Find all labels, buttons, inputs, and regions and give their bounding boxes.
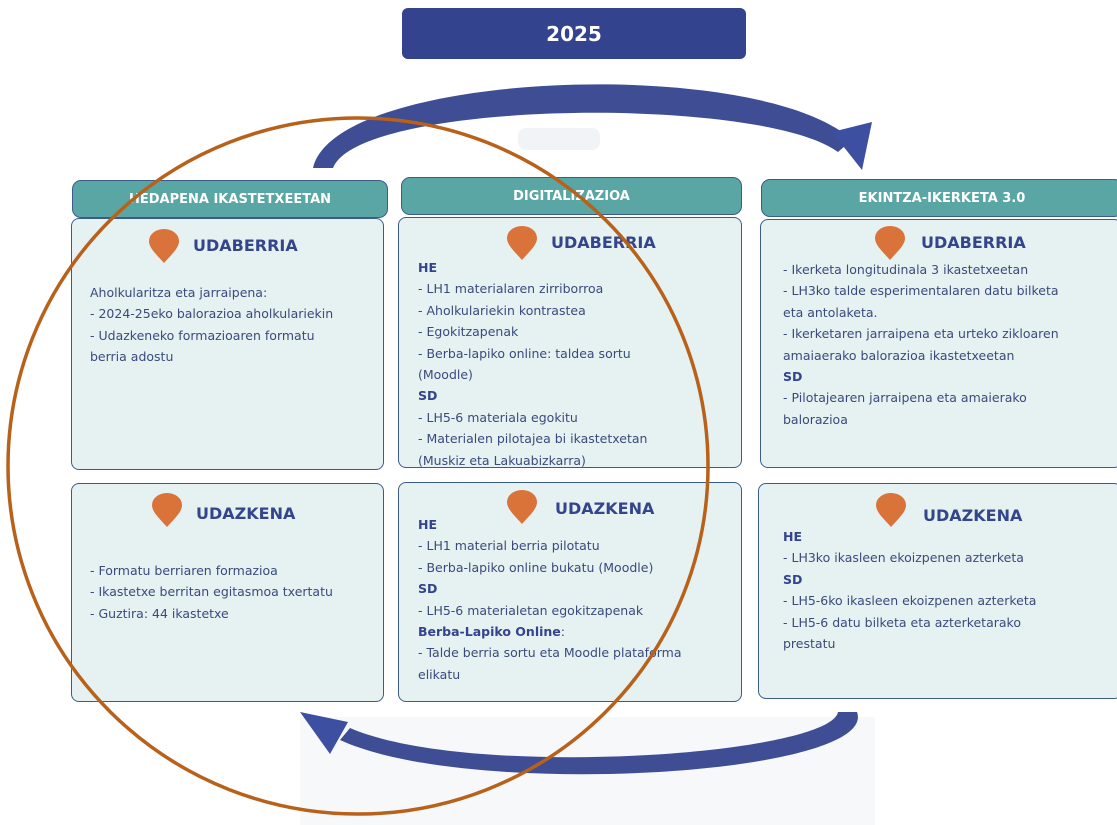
text-line: - LH1 material berria pilotatu <box>418 538 600 554</box>
season-title: UDABERRIA <box>193 236 298 255</box>
text-line: - Formatu berriaren formazioa <box>90 563 278 578</box>
location-pin-icon <box>149 229 179 263</box>
text-line: elikatu <box>418 666 461 682</box>
text-bold: Berba-Lapiko Online <box>418 624 561 640</box>
text-line: HE <box>418 260 438 275</box>
text-line: - LH1 materialaren zirriborroa <box>418 281 604 297</box>
text-line: balorazioa <box>783 411 848 427</box>
text-line: Berba-Lapiko Online: <box>418 621 681 642</box>
text-line: - LH5-6 materialetan egokitzapenak <box>418 602 644 618</box>
text-line: - Berba-lapiko online: taldea sortu <box>418 345 631 361</box>
text-line: eta antolaketa. <box>783 304 878 320</box>
text-line: - LH5-6 materiala egokitu <box>418 409 578 425</box>
text-line: - 2024-25eko balorazioa aholkulariekin <box>90 306 334 322</box>
header-hedapena: HEDAPENA IKASTETXEETAN <box>72 180 388 218</box>
text-line: berria adostu <box>90 349 174 365</box>
location-pin-icon <box>507 226 537 260</box>
text-block: - Formatu berriaren formazioa - Ikastetxe… <box>90 560 333 624</box>
text-line: - LH3ko talde esperimentalaren datu bilk… <box>783 283 1059 299</box>
text-line: prestatu <box>783 636 836 652</box>
box-ekintza-udazkena <box>758 483 1117 699</box>
top-curved-arrow <box>313 84 852 168</box>
season-title: UDAZKENA <box>555 499 655 518</box>
text-line: - LH5-6ko ikasleen ekoizpenen azterketa <box>783 593 1037 609</box>
text-line: (Moodle) <box>418 367 473 383</box>
text-line: amaiaerako balorazioa ikastetxeetan <box>783 347 1015 363</box>
text-line: - Ikastetxe berritan egitasmoa txertatu <box>90 584 333 600</box>
text-line: - Pilotajearen jarraipena eta amaierako <box>783 390 1027 406</box>
top-arrow-head <box>832 122 872 170</box>
text-line: SD <box>418 581 438 597</box>
text-block: HE - LH1 material berria pilotatu - Berba-… <box>418 514 681 685</box>
box-ekintza-udaberria <box>760 219 1117 468</box>
header-ekintza-ikerketa: EKINTZA-IKERKETA 3.0 <box>761 179 1117 217</box>
text-line: - Aholkulariekin kontrastea <box>418 302 586 318</box>
location-pin-icon <box>875 226 905 260</box>
text-line: - Materialen pilotajea bi ikastetxetan <box>418 431 648 447</box>
text-line: Aholkularitza eta jarraipena: <box>90 285 268 300</box>
season-title: UDABERRIA <box>921 233 1026 252</box>
text-line: - Ikerketaren jarraipena eta urteko zikl… <box>783 326 1059 342</box>
bottom-arrow-head <box>300 712 348 754</box>
text-line: HE <box>418 517 438 532</box>
text-line: - LH3ko ikasleen ekoizpenen azterketa <box>783 550 1024 566</box>
text-line: - Berba-lapiko online bukatu (Moodle) <box>418 559 654 575</box>
text-line: SD <box>418 388 438 404</box>
text-line: SD <box>783 369 803 385</box>
text-block: Aholkularitza eta jarraipena: - 2024-25ek… <box>90 282 333 368</box>
location-pin-icon <box>876 493 906 527</box>
location-pin-icon <box>507 490 537 524</box>
location-pin-icon <box>152 493 182 527</box>
text-line: - Talde berria sortu eta Moodle platafor… <box>418 645 682 661</box>
highlight-circle <box>6 116 710 816</box>
box-hedapena-udaberria <box>71 218 384 470</box>
text-line: - Udazkeneko formazioaren formatu <box>90 327 315 343</box>
text-line: HE <box>783 529 803 544</box>
season-title: UDAZKENA <box>196 504 296 523</box>
top-background <box>518 128 600 150</box>
text-line: - Egokitzapenak <box>418 324 519 340</box>
season-title: UDAZKENA <box>923 506 1023 525</box>
text-line: - LH5-6 datu bilketa eta azterketarako <box>783 614 1021 630</box>
text-suffix: : <box>560 624 565 640</box>
text-line: - Ikerketa longitudinala 3 ikastetxeetan <box>783 262 1029 277</box>
bottom-curved-arrow <box>340 712 858 775</box>
text-line: - Guztira: 44 ikastetxe <box>90 605 229 621</box>
year-banner: 2025 <box>402 8 746 59</box>
text-line: SD <box>783 571 803 587</box>
header-digitalizazioa: DIGITALIZAZIOA <box>401 177 742 215</box>
text-block: HE - LH1 materialaren zirriborroa - Aholku… <box>418 257 647 471</box>
text-block: - Ikerketa longitudinala 3 ikastetxeetan… <box>783 259 1059 430</box>
text-line: (Muskiz eta Lakuabizkarra) <box>418 452 586 468</box>
box-hedapena-udazkena <box>71 483 384 702</box>
